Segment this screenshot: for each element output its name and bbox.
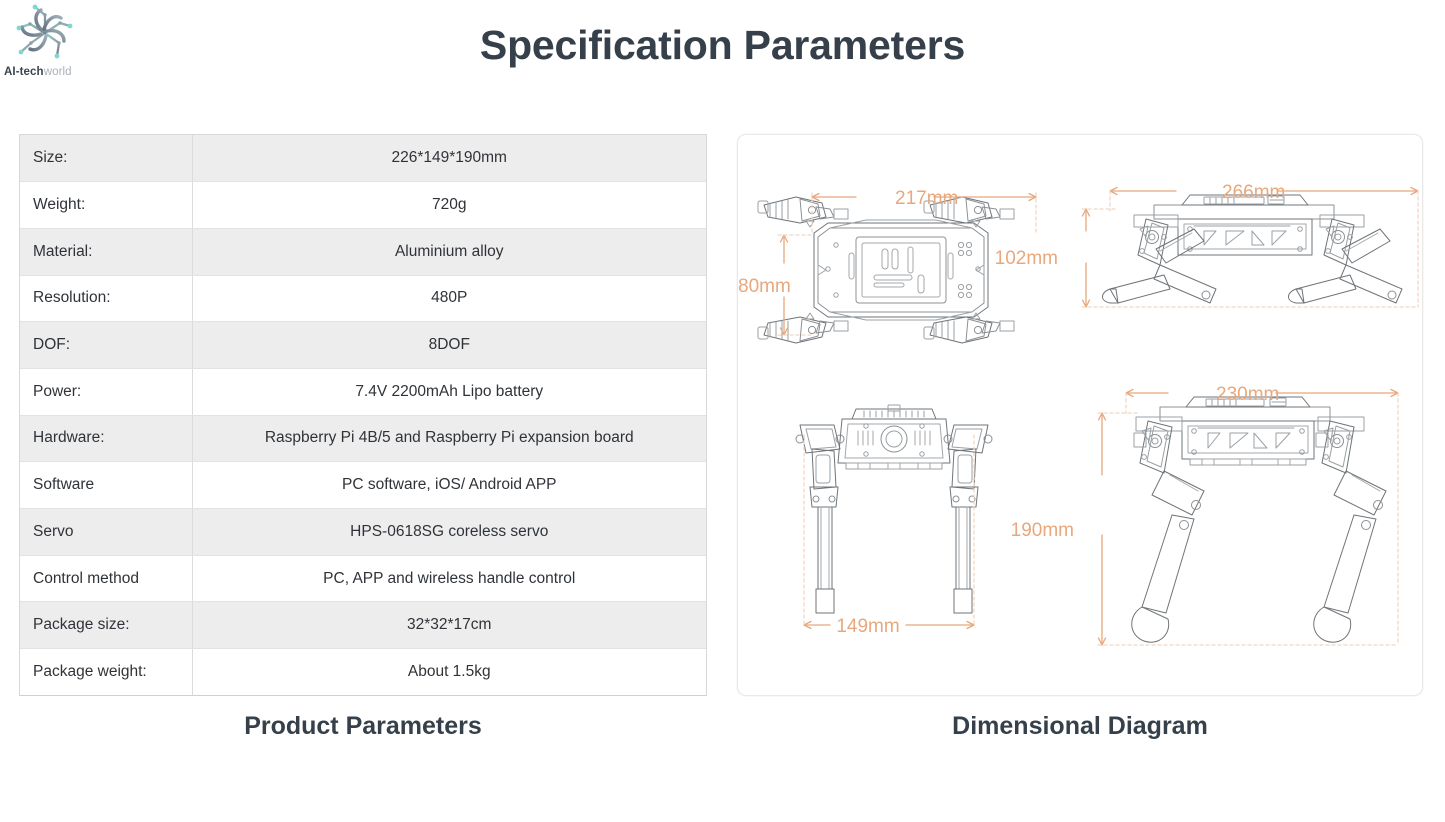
table-row: Weight:720g [20, 181, 706, 229]
brand-name-bold: AI-tech [4, 66, 44, 78]
table-row: Package weight:About 1.5kg [20, 648, 706, 696]
caption-product-parameters: Product Parameters [244, 712, 482, 740]
drawing-front-view [795, 404, 993, 614]
spec-value: PC software, iOS/ Android APP [192, 461, 706, 509]
spec-value: 480P [192, 275, 706, 323]
brand-logo: AI-techworld [4, 2, 96, 86]
table-row: Package size:32*32*17cm [20, 601, 706, 650]
spec-value: PC, APP and wireless handle control [192, 555, 706, 603]
table-row: Hardware:Raspberry Pi 4B/5 and Raspberry… [20, 415, 706, 463]
dimension-label-149mm: 149mm [836, 616, 899, 637]
dimension-label-190mm: 190mm [1011, 520, 1074, 541]
table-row: Material:Aluminium alloy [20, 228, 706, 276]
spec-key: Package size: [20, 601, 193, 650]
spec-value: 720g [192, 181, 706, 229]
page-title: Specification Parameters [479, 22, 966, 68]
spec-value: HPS-0618SG coreless servo [192, 508, 706, 556]
dimension-label-266mm: 266mm [1222, 182, 1285, 203]
drawing-top-view [757, 196, 1015, 344]
pinwheel-circuit-logo-icon [10, 2, 80, 64]
spec-key: Control method [20, 555, 193, 603]
table-row: Resolution:480P [20, 275, 706, 323]
spec-value: Aluminium alloy [192, 228, 706, 276]
spec-key: Weight: [20, 181, 193, 229]
spec-key: Package weight: [20, 648, 193, 696]
table-row: Size:226*149*190mm [20, 135, 706, 183]
spec-key: Resolution: [20, 275, 193, 323]
caption-dimensional-diagram: Dimensional Diagram [952, 712, 1208, 740]
dimensional-diagram-svg: 217mm 80mm 266mm 102mm 149mm 230mm 190mm [738, 182, 1419, 646]
spec-value: About 1.5kg [192, 648, 706, 696]
brand-logo-text: AI-techworld [4, 66, 96, 78]
spec-value: 8DOF [192, 321, 706, 369]
spec-key: Material: [20, 228, 193, 276]
spec-key: Hardware: [20, 415, 193, 463]
spec-value: 7.4V 2200mAh Lipo battery [192, 368, 706, 416]
dimension-label-102mm: 102mm [995, 248, 1058, 269]
brand-name-light: world [43, 66, 72, 78]
spec-value: 32*32*17cm [192, 601, 706, 650]
dimension-label-230mm: 230mm [1216, 384, 1279, 405]
spec-key: Servo [20, 508, 193, 556]
spec-key: Size: [20, 135, 193, 183]
dimension-label-80mm: 80mm [738, 276, 791, 297]
spec-key: Power: [20, 368, 193, 416]
dimension-label-217mm: 217mm [895, 188, 958, 209]
table-row: DOF:8DOF [20, 321, 706, 369]
drawing-side-view-standing [1102, 194, 1403, 304]
spec-value: Raspberry Pi 4B/5 and Raspberry Pi expan… [192, 415, 706, 463]
dimensional-diagram-panel: 217mm 80mm 266mm 102mm 149mm 230mm 190mm [737, 134, 1423, 696]
spec-value: 226*149*190mm [192, 135, 706, 183]
spec-key: DOF: [20, 321, 193, 369]
table-row: Power:7.4V 2200mAh Lipo battery [20, 368, 706, 416]
drawing-side-view-extended [1131, 396, 1387, 643]
spec-key: Software [20, 461, 193, 509]
